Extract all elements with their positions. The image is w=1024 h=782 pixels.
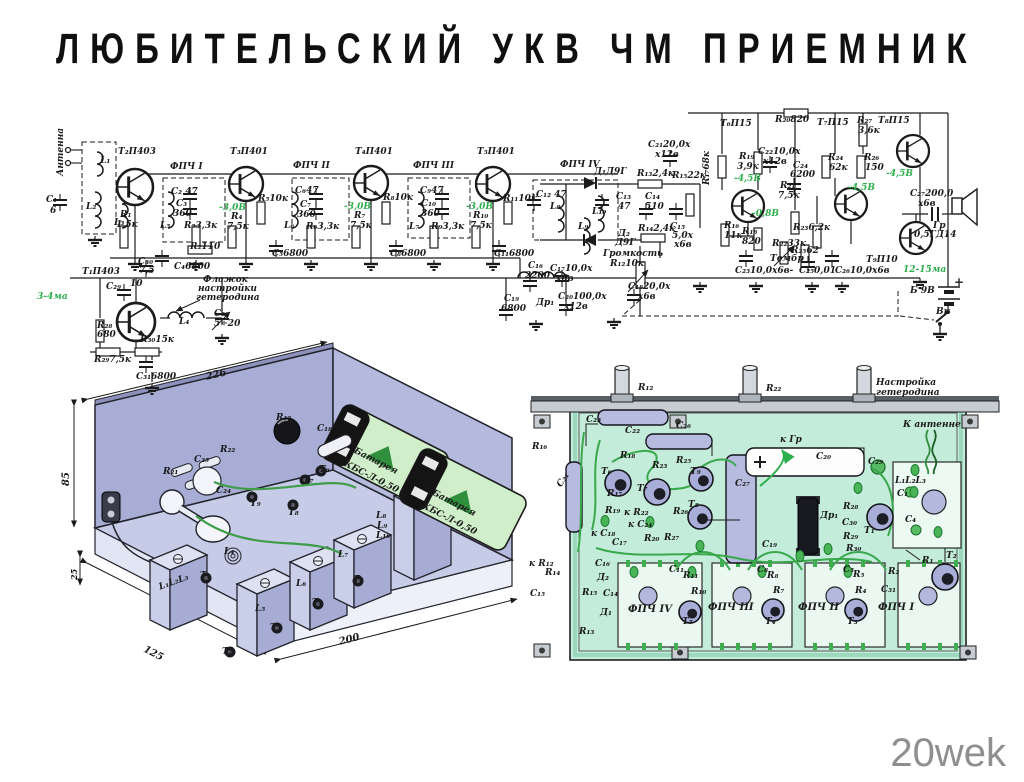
watermark: 20wek xyxy=(890,731,1006,775)
chassis-isometric-drawing xyxy=(71,340,527,664)
page-title: ЛЮБИТЕЛЬСКИЙ УКВ ЧМ ПРИЕМНИК xyxy=(56,24,978,73)
circuit-schematic-drawing xyxy=(53,108,978,395)
pcb-layout-drawing xyxy=(530,365,1000,661)
